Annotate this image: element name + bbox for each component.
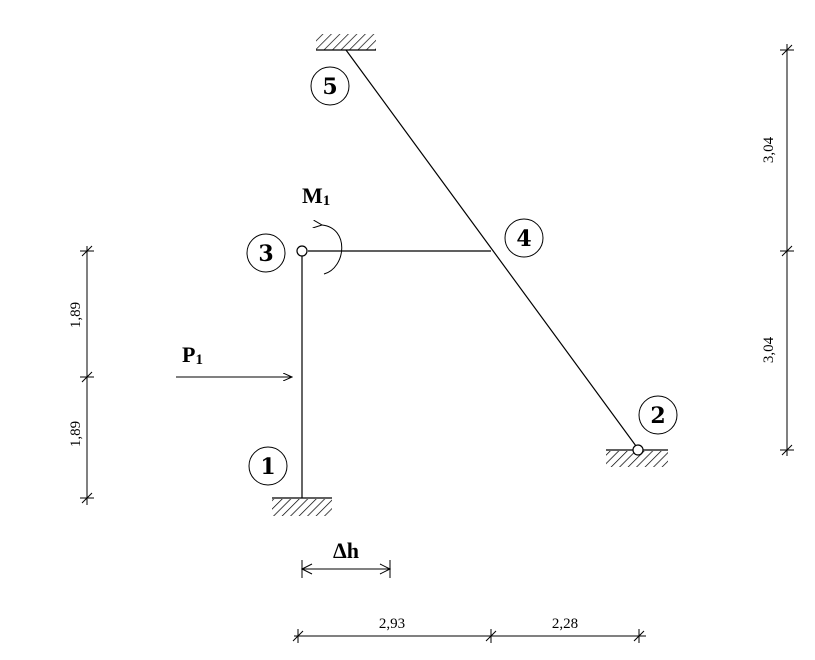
offset-label: Δh <box>333 538 359 563</box>
moment-label: M1 <box>302 183 330 209</box>
node-3-marker: 3 <box>246 233 286 273</box>
force-load-p1: P1 <box>176 342 292 377</box>
hinge-node-3 <box>296 245 308 257</box>
node-4-label: 4 <box>516 226 531 252</box>
node-2-label: 2 <box>650 403 665 429</box>
node-3-label: 3 <box>258 241 273 267</box>
hinge-node-2 <box>632 444 644 456</box>
right-dimension-line <box>780 44 794 456</box>
diagonal-member <box>345 49 637 447</box>
bottom-left-dimension: 2,93 <box>379 616 405 632</box>
left-dimension-line <box>80 245 94 505</box>
node-5-label: 5 <box>322 74 337 100</box>
left-lower-dimension: 1,89 <box>68 421 84 447</box>
node-4-marker: 4 <box>504 218 544 258</box>
node-1-label: 1 <box>260 454 275 480</box>
bottom-right-dimension: 2,28 <box>552 616 578 632</box>
offset-dimension: Δh <box>300 538 392 578</box>
node-2-marker: 2 <box>638 395 678 435</box>
right-upper-dimension: 3,04 <box>761 136 777 163</box>
node-5-marker: 5 <box>310 66 350 106</box>
node-1-marker: 1 <box>248 446 288 486</box>
moment-load-m1: M1 <box>302 183 343 275</box>
bottom-dimension-line <box>292 629 646 643</box>
fixed-support-bottom-left <box>272 497 332 516</box>
left-upper-dimension: 1,89 <box>68 302 84 328</box>
right-lower-dimension: 3,04 <box>761 336 777 363</box>
force-label: P1 <box>182 342 203 368</box>
fixed-support-top <box>316 34 376 51</box>
